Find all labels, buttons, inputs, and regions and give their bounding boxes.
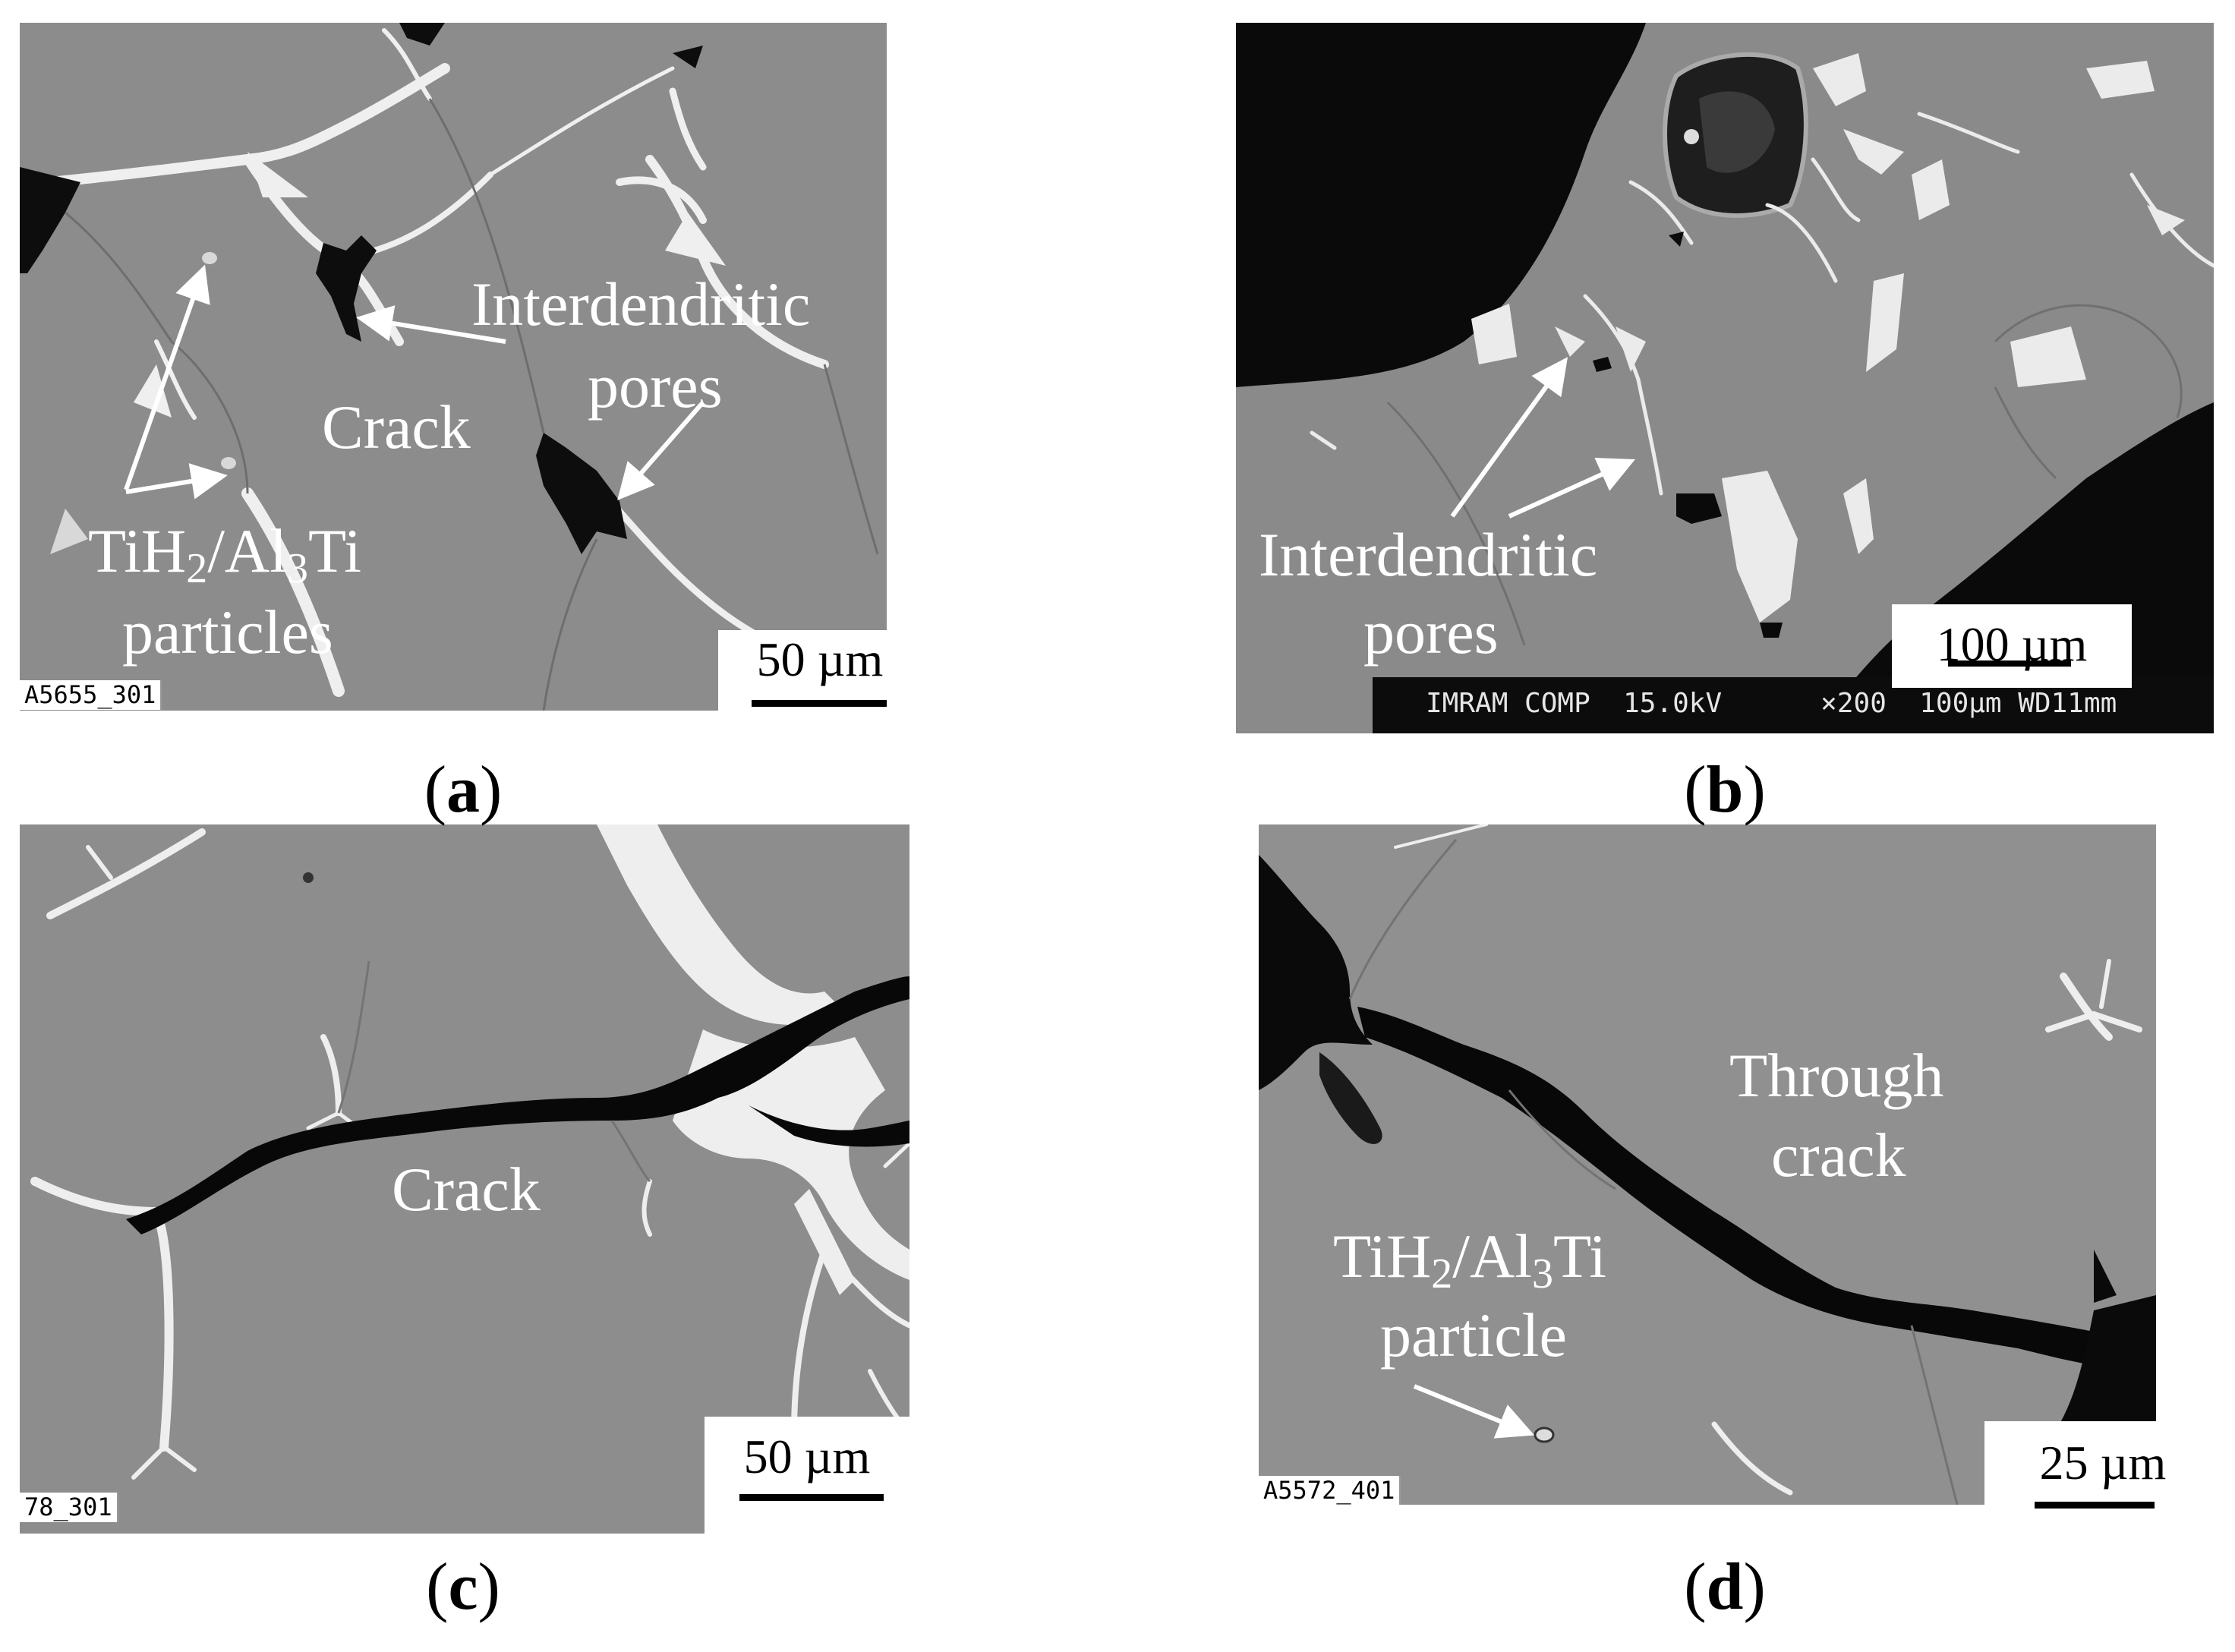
panel-d-micrograph: Through crack TiH2/Al3Ti particle A5572_… bbox=[1259, 824, 2156, 1505]
label-particles: particles bbox=[122, 597, 333, 667]
label-pores-b: pores bbox=[1363, 597, 1499, 667]
label-pores: pores bbox=[588, 352, 723, 421]
panel-b-micrograph: IMRAM COMP 15.0kV ×200 100µm WD11mm Inte… bbox=[1236, 23, 2214, 733]
panel-c-image bbox=[20, 824, 909, 1534]
scale-bar-c bbox=[739, 1494, 884, 1501]
image-tag-d: A5572_401 bbox=[1259, 1476, 1401, 1505]
label-interdendritic: Interdendritic bbox=[471, 270, 811, 339]
label-through: Through bbox=[1729, 1041, 1944, 1110]
scale-bar-a bbox=[752, 700, 887, 707]
label-crack: Crack bbox=[322, 393, 471, 462]
image-tag-c: 78_301 bbox=[20, 1493, 118, 1523]
caption-b: (b) bbox=[1684, 753, 1766, 827]
panel-c-micrograph: Crack 50 µm 78_301 bbox=[20, 824, 909, 1534]
panel-d-image bbox=[1259, 824, 2156, 1505]
label-crack-c: Crack bbox=[392, 1155, 541, 1224]
label-particle: particle bbox=[1380, 1300, 1567, 1370]
scale-label-a: 50 µm bbox=[756, 632, 884, 686]
scale-box-d bbox=[1984, 1421, 2156, 1505]
label-interdendritic-b: Interdendritic bbox=[1259, 520, 1598, 589]
panel-a-micrograph: Interdendritic pores Crack TiH2/Al3Ti pa… bbox=[20, 23, 887, 711]
scale-box-b bbox=[1892, 604, 2132, 688]
sem-info-strip: IMRAM COMP 15.0kV ×200 100µm WD11mm bbox=[1426, 688, 2117, 719]
scale-label-c: 50 µm bbox=[743, 1430, 871, 1483]
scale-bar-b bbox=[1948, 660, 2071, 667]
label-crack-d: crack bbox=[1771, 1121, 1906, 1190]
caption-c: (c) bbox=[426, 1550, 500, 1624]
label-particle-formula: TiH2/Al3Ti bbox=[1333, 1222, 1607, 1297]
scale-box-a bbox=[718, 630, 887, 711]
image-tag-a: A5655_301 bbox=[20, 680, 162, 711]
label-particles-formula: TiH2/Al3Ti bbox=[88, 516, 362, 592]
scale-box-c bbox=[705, 1417, 909, 1534]
caption-a: (a) bbox=[424, 753, 503, 827]
scale-bar-d bbox=[2035, 1502, 2155, 1509]
scale-label-d: 25 µm bbox=[2039, 1436, 2167, 1490]
caption-d: (d) bbox=[1684, 1550, 1766, 1624]
